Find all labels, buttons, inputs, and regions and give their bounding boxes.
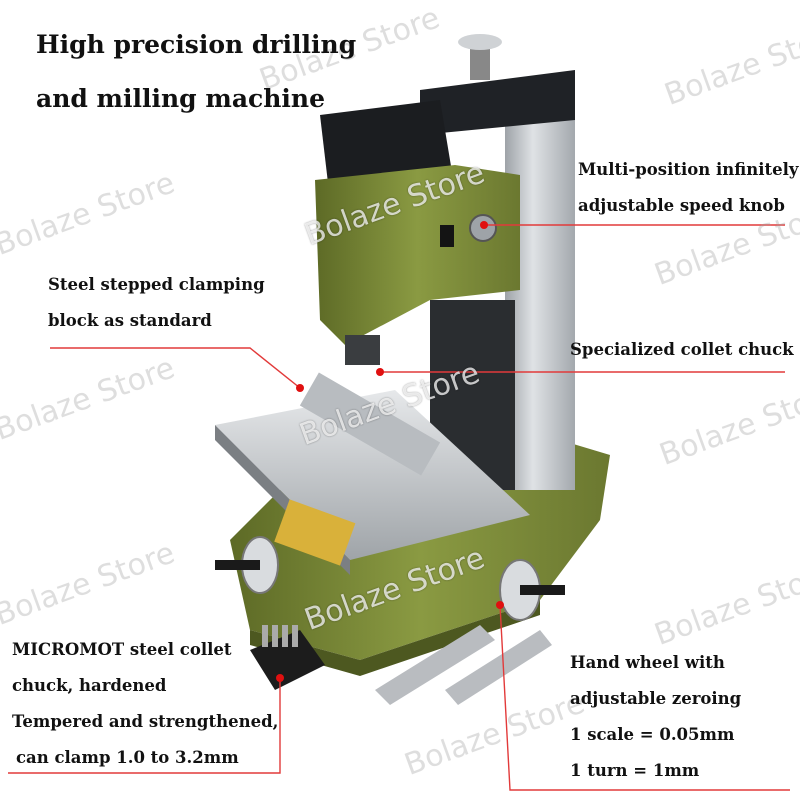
callout-line-text: chuck, hardened (12, 676, 167, 695)
callout-line-text: 1 turn = 1mm (570, 761, 700, 780)
title-line: High precision drilling (36, 30, 357, 59)
hand-wheels (215, 536, 565, 621)
callout-line-text: Tempered and strengthened, (12, 712, 279, 731)
callout-hand-wheel: Hand wheel with adjustable zeroing 1 sca… (570, 645, 741, 789)
page-title: High precision drilling and milling mach… (36, 18, 356, 126)
callout-lines (8, 224, 790, 791)
callout-speed-knob: Multi-position infinitely adjustable spe… (578, 152, 799, 224)
collet-set (250, 625, 325, 690)
callout-line-text: adjustable zeroing (570, 689, 742, 708)
callout-clamping-block: Steel stepped clamping block as standard (48, 267, 265, 339)
callout-line-text: block as standard (48, 311, 212, 330)
callout-micromot: MICROMOT steel collet chuck, hardened Te… (12, 632, 278, 776)
cross-table (215, 372, 530, 575)
wrenches (375, 625, 552, 705)
callout-dots (276, 221, 504, 682)
callout-line-text: Hand wheel with (570, 653, 725, 672)
callout-line-text: Specialized collet chuck (570, 340, 794, 359)
callout-line-text: can clamp 1.0 to 3.2mm (16, 748, 239, 767)
callout-line-text: MICROMOT steel collet (12, 640, 232, 659)
callout-line-text: 1 scale = 0.05mm (570, 725, 735, 744)
callout-line-text: adjustable speed knob (578, 196, 785, 215)
machine-column (420, 34, 575, 490)
callout-collet-chuck: Specialized collet chuck (570, 332, 794, 368)
callout-line-text: Steel stepped clamping (48, 275, 265, 294)
callout-line-text: Multi-position infinitely (578, 160, 799, 179)
title-line: and milling machine (36, 84, 325, 113)
motor-head (315, 100, 520, 365)
